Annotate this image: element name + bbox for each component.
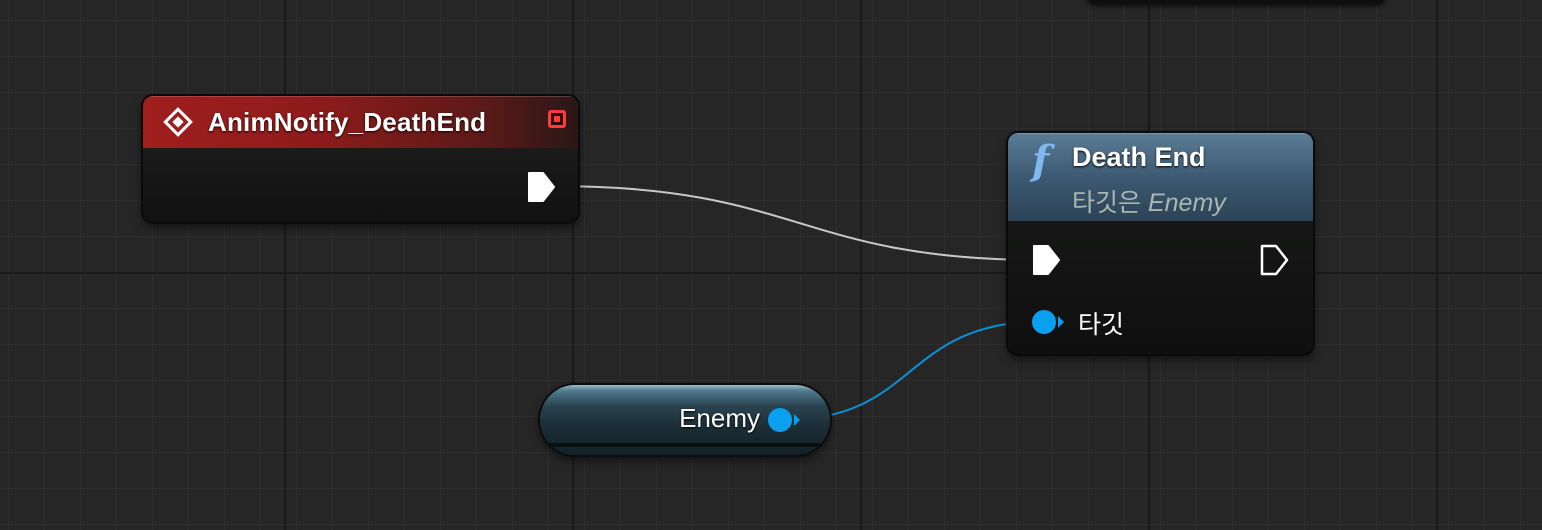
function-node-title: Death End (1072, 142, 1206, 172)
function-node-subtitle: 타깃은 Enemy (1072, 183, 1226, 219)
exec-wire[interactable] (552, 185, 1043, 261)
subtitle-prefix: 타깃은 (1072, 189, 1142, 217)
event-node-header: AnimNotify_DeathEnd (143, 96, 578, 148)
exec-output-pin[interactable] (527, 171, 557, 203)
variable-object-pin[interactable] (766, 406, 802, 434)
delegate-pin-icon[interactable] (548, 110, 566, 128)
event-node-animnotify-deathend[interactable]: AnimNotify_DeathEnd (143, 96, 578, 222)
function-node-death-end[interactable]: f Death End 타깃은 Enemy (1008, 133, 1313, 354)
event-node-title: AnimNotify_DeathEnd (208, 107, 487, 137)
exec-input-pin[interactable] (1032, 244, 1062, 276)
subtitle-target: Enemy (1147, 189, 1226, 217)
function-f-icon: f (1032, 137, 1050, 184)
function-node-header: f Death End 타깃은 Enemy (1008, 133, 1313, 221)
target-pin-label: 타깃 (1078, 311, 1125, 339)
offscreen-node-edge[interactable] (1086, 0, 1386, 4)
event-diamond-icon (163, 107, 193, 137)
event-node-body (143, 148, 578, 222)
function-node-body (1008, 221, 1313, 354)
target-object-pin[interactable] (1030, 308, 1066, 336)
exec-output-pin-function[interactable] (1260, 244, 1290, 276)
variable-node-label: Enemy (679, 403, 760, 433)
